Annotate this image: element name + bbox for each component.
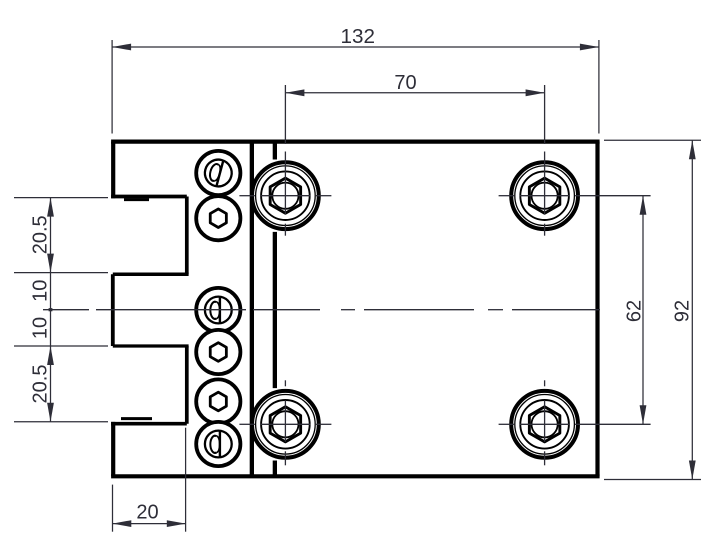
svg-text:20: 20 (136, 502, 158, 524)
svg-text:92: 92 (672, 300, 694, 322)
svg-text:20.5: 20.5 (30, 365, 52, 404)
svg-text:132: 132 (341, 26, 376, 48)
svg-text:10: 10 (30, 280, 52, 302)
svg-text:20.5: 20.5 (30, 215, 52, 254)
svg-text:70: 70 (394, 72, 416, 94)
svg-text:10: 10 (30, 317, 52, 339)
svg-text:62: 62 (623, 300, 645, 322)
